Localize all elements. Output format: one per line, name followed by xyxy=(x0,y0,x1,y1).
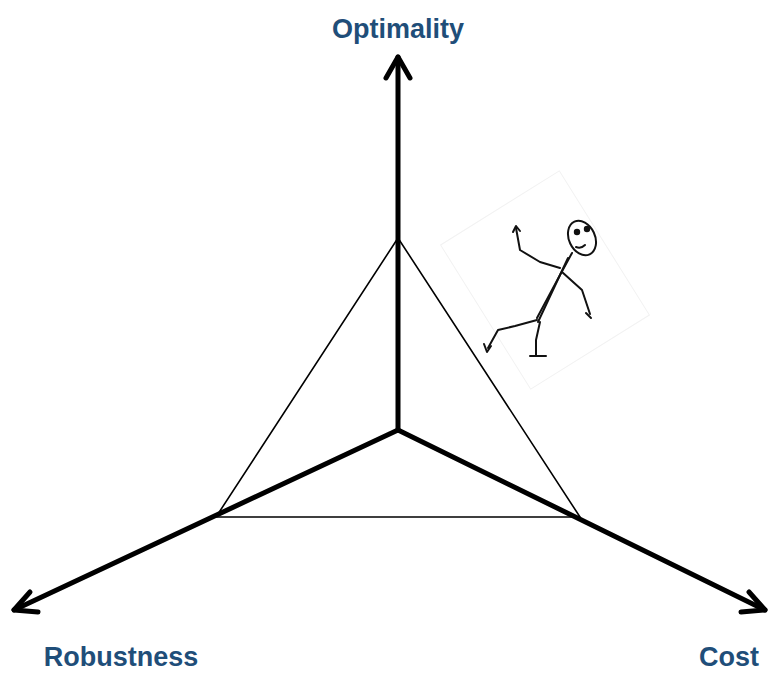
axis-label: Robustness xyxy=(44,644,199,671)
axes xyxy=(14,57,765,612)
axis-label: Optimality xyxy=(332,16,464,43)
stick-figure xyxy=(441,171,650,389)
axis-label: Cost xyxy=(699,644,759,671)
